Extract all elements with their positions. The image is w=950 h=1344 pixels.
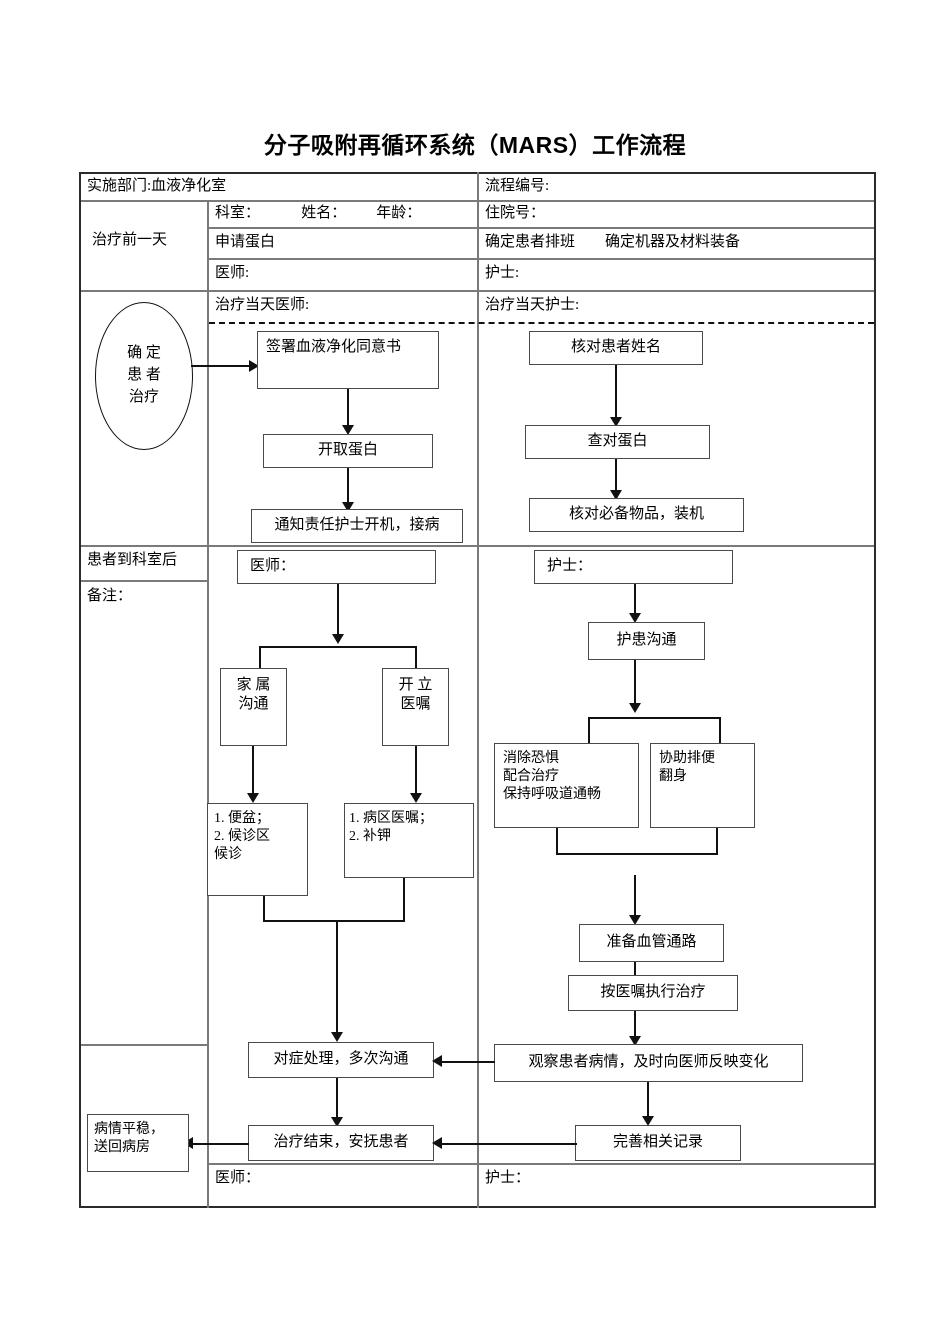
- arrow-name-to-protein: [610, 417, 622, 427]
- connector-consent-to-protein: [347, 389, 349, 430]
- nurse-section-box: 护士：: [534, 550, 733, 584]
- doctor-list-right: 1. 病区医嘱； 2. 补钾: [344, 803, 474, 878]
- column-divider-middle: [477, 172, 479, 1208]
- arrow-family-to-list: [247, 793, 259, 803]
- page-title: 分子吸附再循环系统（MARS）工作流程: [263, 132, 687, 158]
- connector-name-to-protein: [615, 365, 617, 422]
- footer-doctor-label: 医师：: [215, 1170, 261, 1186]
- doctor-merge-right-drop: [403, 878, 405, 922]
- arrow-merge-to-handle: [331, 1032, 343, 1042]
- row-divider-footer: [207, 1163, 876, 1165]
- start-node-confirm-treatment: 确 定 患 者 治疗: [95, 302, 193, 450]
- doctor-split-bus: [259, 646, 417, 648]
- connector-communicate-to-split: [634, 660, 636, 708]
- nurse-split-left-drop: [588, 717, 590, 743]
- row-divider-discharge: [79, 1044, 207, 1046]
- nurse-branch-assist: 协助排便 翻身: [650, 743, 755, 828]
- doctor-finish-treatment: 治疗结束，安抚患者: [248, 1125, 434, 1161]
- nurse-merge-left-drop: [556, 828, 558, 855]
- dashed-separator: [209, 322, 874, 324]
- after-arrival-label: 患者到科室后: [87, 552, 178, 568]
- doctor-sign-label: 医师:: [215, 265, 250, 281]
- doctor-day-header: 治疗当天医师:: [215, 297, 310, 313]
- nurse-split-right-drop: [719, 717, 721, 743]
- nurse-day-header: 治疗当天护士:: [485, 297, 580, 313]
- arrow-execute-to-observe: [629, 1036, 641, 1046]
- arrow-merge-to-prepare: [629, 915, 641, 925]
- doctor-split-left-drop: [259, 646, 261, 668]
- connector-observe-to-handle: [437, 1061, 495, 1063]
- connector-protein-to-items: [615, 459, 617, 495]
- arrow-communicate-to-split: [629, 703, 641, 713]
- row-divider-2: [207, 227, 876, 229]
- doctor-merge-bus: [263, 920, 404, 922]
- arrow-observe-to-handle: [432, 1055, 442, 1067]
- connector-nurse-to-communicate: [634, 584, 636, 618]
- confirm-shift-label: 确定患者排班 确定机器及材料装备: [485, 234, 741, 250]
- discharge-box: 病情平稳， 送回病房: [87, 1114, 189, 1172]
- arrow-protein-to-items: [610, 490, 622, 500]
- connector-doctor-to-split: [337, 584, 339, 639]
- nurse-complete-record: 完善相关记录: [575, 1125, 741, 1161]
- nurse-step-check-items: 核对必备物品，装机: [529, 498, 744, 532]
- arrow-consent-to-protein: [342, 425, 354, 435]
- connector-handle-to-finish: [336, 1078, 338, 1122]
- connector-merge-to-handle: [336, 920, 338, 1037]
- arrow-handle-to-finish: [331, 1117, 343, 1127]
- nurse-branch-reassure: 消除恐惧 配合治疗 保持呼吸道通畅: [494, 743, 639, 828]
- department-label: 实施部门:血液净化室: [87, 178, 227, 194]
- doctor-branch-orders: 开 立 医嘱: [382, 668, 449, 746]
- nurse-step-check-protein: 查对蛋白: [525, 425, 710, 459]
- arrow-nurse-to-communicate: [629, 613, 641, 623]
- process-no-label: 流程编号:: [485, 178, 550, 194]
- apply-protein-label: 申请蛋白: [215, 234, 276, 250]
- connector-finish-to-discharge: [187, 1143, 249, 1145]
- table-border-right: [874, 172, 876, 1208]
- connector-execute-to-observe: [634, 1011, 636, 1041]
- nurse-split-bus: [588, 717, 720, 719]
- connector-merge-to-prepare: [634, 875, 636, 920]
- arrow-observe-to-record: [642, 1116, 654, 1126]
- doctor-split-right-drop: [415, 646, 417, 668]
- nurse-execute-orders: 按医嘱执行治疗: [568, 975, 738, 1011]
- nurse-step-verify-name: 核对患者姓名: [529, 331, 703, 365]
- nurse-communicate-box: 护患沟通: [588, 622, 705, 660]
- doctor-step-notify-nurse: 通知责任护士开机，接病: [251, 509, 463, 543]
- connector-prepare-to-execute: [634, 962, 636, 976]
- connector-record-to-finish: [437, 1143, 577, 1145]
- patient-fields: 科室： 姓名： 年龄：: [215, 205, 422, 221]
- doctor-step-consent: 签署血液净化同意书: [257, 331, 439, 389]
- arrow-start-to-consent: [249, 360, 259, 372]
- arrow-record-to-finish: [432, 1137, 442, 1149]
- arrow-doctor-to-split: [332, 634, 344, 644]
- row-divider-3: [207, 258, 876, 260]
- nurse-merge-bus: [556, 853, 717, 855]
- column-divider-left: [207, 200, 209, 1208]
- connector-protein-to-notify: [347, 468, 349, 507]
- footer-nurse-label: 护士：: [485, 1170, 531, 1186]
- connector-start-to-consent: [191, 365, 251, 367]
- arrow-protein-to-notify: [342, 502, 354, 512]
- doctor-merge-left-drop: [263, 896, 265, 922]
- workflow-table: 实施部门:血液净化室 流程编号: 科室： 姓名： 年龄： 住院号： 治疗前一天 …: [79, 172, 876, 1208]
- remark-label: 备注：: [87, 588, 133, 604]
- nurse-prepare-vascular: 准备血管通路: [579, 924, 724, 962]
- doctor-list-left: 1. 便盆； 2. 候诊区 候诊: [207, 803, 308, 896]
- table-border-left: [79, 172, 81, 1208]
- doctor-section-box: 医师：: [237, 550, 436, 584]
- nurse-merge-right-drop: [716, 828, 718, 855]
- doctor-branch-family-communication: 家 属 沟通: [220, 668, 287, 746]
- row-divider-remark: [79, 580, 207, 582]
- arrow-orders-to-list: [410, 793, 422, 803]
- connector-observe-to-record: [647, 1082, 649, 1121]
- doctor-step-get-protein: 开取蛋白: [263, 434, 433, 468]
- nurse-sign-label: 护士:: [485, 265, 520, 281]
- nurse-observe-condition: 观察患者病情，及时向医师反映变化: [494, 1044, 803, 1082]
- connector-family-to-list: [252, 746, 254, 798]
- doctor-handle-symptoms: 对症处理，多次沟通: [248, 1042, 434, 1078]
- day-before-label: 治疗前一天: [92, 232, 168, 248]
- connector-orders-to-list: [415, 746, 417, 798]
- admission-no-label: 住院号：: [485, 205, 546, 221]
